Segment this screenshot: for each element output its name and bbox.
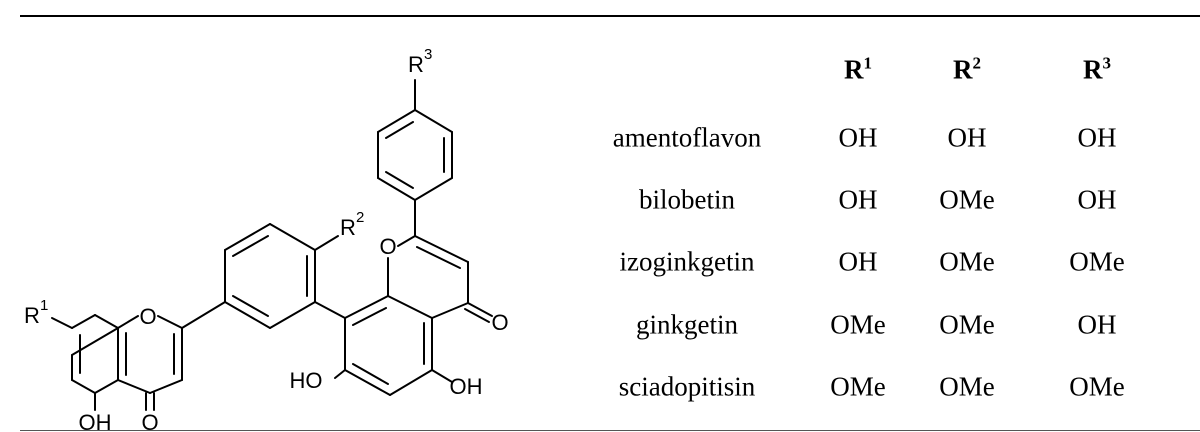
right-a-ring: [334, 295, 453, 396]
value-r3: OH: [1077, 184, 1117, 215]
value-r1: OH: [838, 122, 878, 153]
right-pyranone-ring: [387, 199, 493, 323]
value-r2: OH: [947, 122, 987, 153]
value-r2: OMe: [939, 184, 995, 215]
compound-name: ginkgetin: [636, 309, 738, 340]
carbonyl-oxygen-right-label: O: [491, 310, 508, 335]
value-r2: OMe: [939, 371, 995, 402]
biflavone-structure: O O O O OH HO OH R 1 R 2 R 3: [24, 46, 509, 432]
value-r3: OMe: [1069, 371, 1125, 402]
value-r3: OH: [1077, 309, 1117, 340]
value-r3: OMe: [1069, 246, 1125, 277]
carbonyl-oxygen-left-label: O: [141, 410, 158, 432]
compound-name: izoginkgetin: [619, 246, 755, 277]
svg-text:R: R: [408, 52, 424, 77]
compound-name: sciadopitisin: [618, 371, 756, 402]
bottom-rule: [20, 430, 1200, 431]
svg-text:R: R: [340, 215, 356, 240]
value-r1: OH: [838, 184, 878, 215]
value-r1: OH: [838, 246, 878, 277]
header-r2: R2: [953, 53, 981, 85]
header-r3: R3: [1083, 53, 1111, 85]
substituent-r1-label: R 1: [24, 297, 48, 328]
compound-name: amentoflavon: [612, 122, 762, 153]
svg-text:3: 3: [424, 46, 432, 63]
value-r2: OMe: [939, 309, 995, 340]
value-r2: OMe: [939, 246, 995, 277]
value-r1: OMe: [830, 309, 886, 340]
ring-oxygen-right-label: O: [379, 234, 396, 259]
header-r1: R1: [844, 53, 872, 85]
substituent-r2-label: R 2: [340, 209, 364, 240]
hydroxyl-bottom-right-label: OH: [450, 374, 483, 399]
left-pyranone-ring: [117, 301, 226, 411]
top-rule: [20, 15, 1200, 17]
value-r3: OH: [1077, 122, 1117, 153]
svg-text:1: 1: [40, 297, 48, 314]
hydroxyl-left-label: OH: [79, 410, 112, 432]
compound-name: bilobetin: [639, 184, 735, 215]
left-a-ring: [51, 314, 127, 411]
ring-oxygen-left-label: O: [139, 304, 156, 329]
top-phenyl-ring: [377, 79, 453, 201]
middle-phenyl-ring: [224, 223, 346, 329]
value-r1: OMe: [830, 371, 886, 402]
svg-text:2: 2: [356, 209, 364, 226]
substituent-r3-label: R 3: [408, 46, 432, 77]
svg-text:R: R: [24, 303, 40, 328]
hydroxyl-bottom-left-label: HO: [290, 368, 323, 393]
